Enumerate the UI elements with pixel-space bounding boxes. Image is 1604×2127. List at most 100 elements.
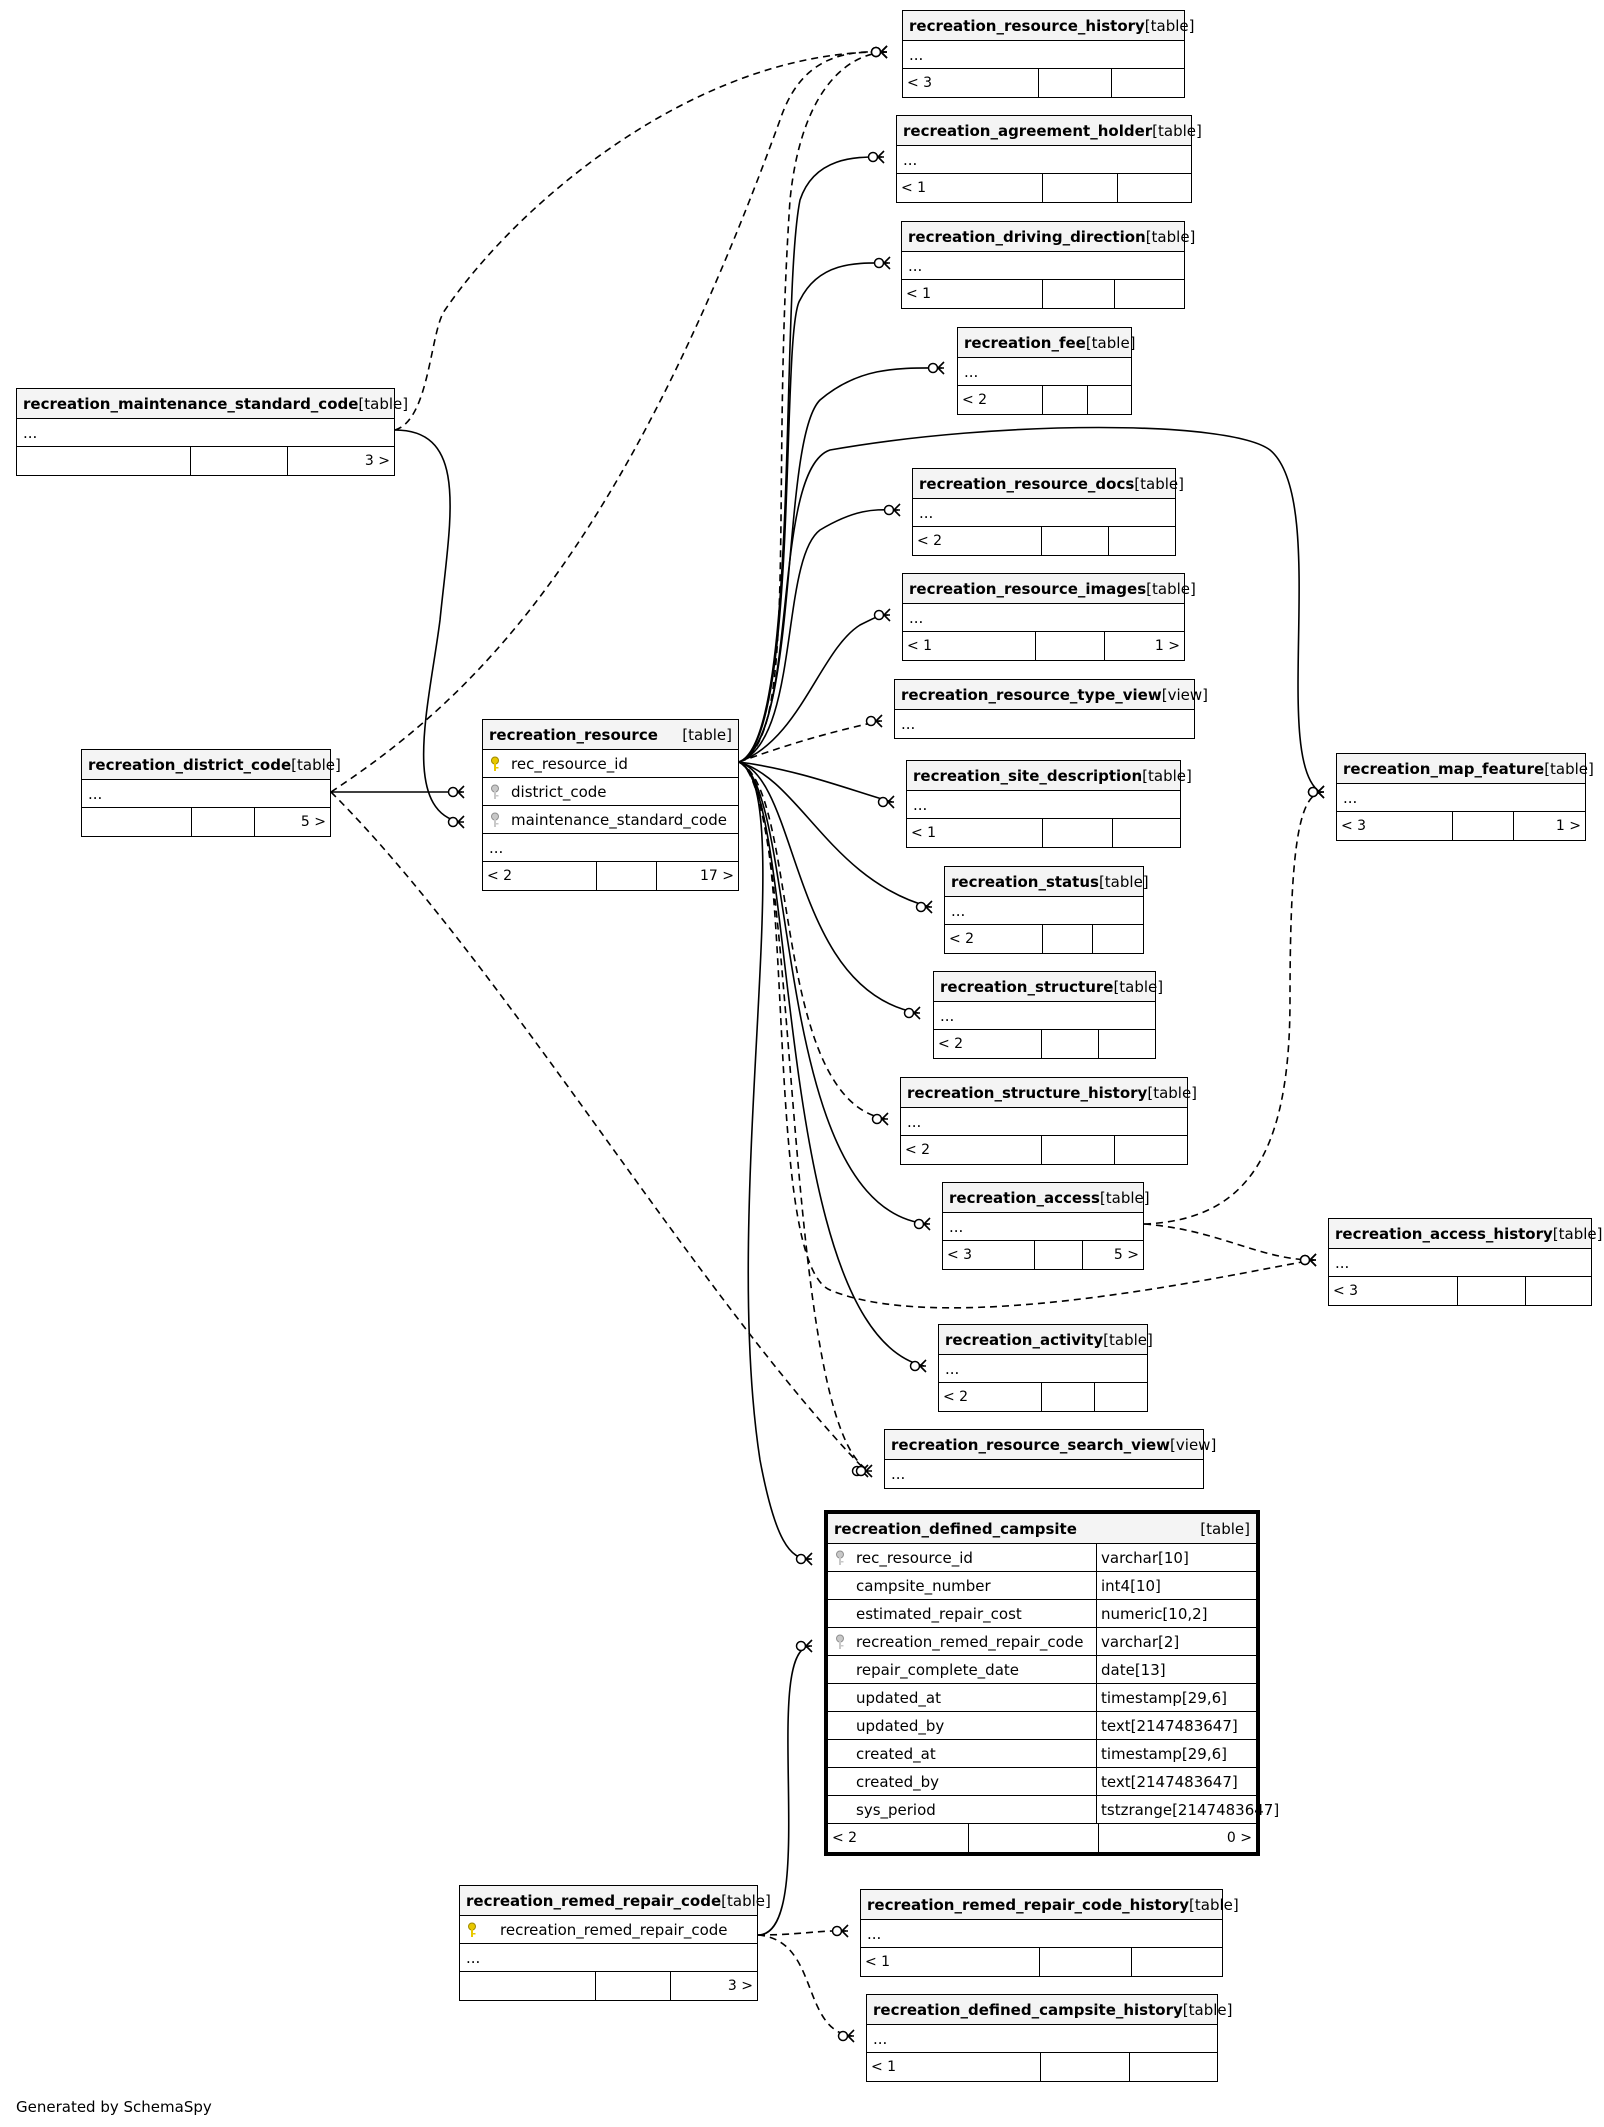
edge-district-to-search-view (330, 791, 867, 1472)
table-recreation-resource[interactable]: recreation_resource[table] rec_resource_… (482, 719, 739, 891)
columns-ellipsis: ... (907, 1112, 922, 1131)
columns-ellipsis: ... (913, 795, 928, 814)
crows-foot-marker (877, 795, 895, 809)
children-count: 3 > (287, 447, 394, 475)
column-name: recreation_remed_repair_code (500, 1920, 728, 1939)
columns-ellipsis: ... (949, 1217, 964, 1236)
table-recreation-defined-campsite-history[interactable]: recreation_defined_campsite_history[tabl… (866, 1994, 1232, 2082)
table-type: [table] (1085, 333, 1136, 352)
table-recreation-agreement-holder[interactable]: recreation_agreement_holder[table] ... <… (896, 115, 1202, 203)
children-count (1094, 1383, 1147, 1411)
table-footer: < 3 (903, 69, 1184, 97)
edge-resource-to-status (738, 761, 931, 908)
column-type: date[13] (1096, 1656, 1256, 1683)
table-recreation-site-description[interactable]: recreation_site_description[table] ... <… (906, 760, 1192, 848)
crows-foot-marker (927, 361, 945, 375)
parents-count (17, 447, 190, 475)
table-footer: 3 > (17, 447, 394, 475)
table-type: [table] (1552, 1224, 1603, 1243)
columns-ellipsis: ... (88, 784, 103, 803)
table-recreation-defined-campsite[interactable]: recreation_defined_campsite[table] rec_r… (824, 1510, 1279, 1856)
parents-count: < 2 (962, 392, 988, 408)
table-name: recreation_resource_type_view (901, 685, 1162, 704)
crows-foot-marker (871, 1112, 889, 1126)
table-type: [table] (1182, 2000, 1233, 2019)
crows-foot-marker (883, 503, 901, 517)
edge-access-to-access-history (1143, 1223, 1315, 1261)
column-name: district_code (511, 782, 607, 801)
table-recreation-remed-repair-code[interactable]: recreation_remed_repair_code[table] recr… (459, 1885, 771, 2001)
columns-ellipsis: ... (909, 45, 924, 64)
parents-count: < 2 (938, 1036, 964, 1052)
view-recreation-resource-type-view[interactable]: recreation_resource_type_view[view] ... (894, 679, 1208, 739)
table-type: [table] (1098, 872, 1149, 891)
crows-foot-marker (915, 900, 933, 914)
parents-count: < 1 (907, 638, 933, 654)
table-recreation-structure-history[interactable]: recreation_structure_history[table] ... … (900, 1077, 1197, 1165)
parents-count: < 1 (901, 180, 927, 196)
table-recreation-driving-direction[interactable]: recreation_driving_direction[table] ... … (901, 221, 1195, 309)
children-count: 1 > (1104, 632, 1184, 660)
columns-ellipsis: ... (919, 503, 934, 522)
column-type: timestamp[29,6] (1096, 1684, 1256, 1711)
table-footer: < 2 (934, 1030, 1155, 1058)
table-footer: < 2 (939, 1383, 1147, 1411)
children-count (1129, 2053, 1217, 2081)
parents-count (82, 808, 191, 836)
table-type: [view] (1161, 685, 1208, 704)
table-name: recreation_driving_direction (908, 227, 1146, 246)
table-recreation-resource-history[interactable]: recreation_resource_history[table] ... <… (902, 10, 1195, 98)
table-recreation-status[interactable]: recreation_status[table] ... < 2 (944, 866, 1149, 954)
children-count (1092, 925, 1143, 953)
table-footer: < 1 (861, 1948, 1222, 1976)
crows-foot-marker (1307, 785, 1325, 799)
children-count: 1 > (1513, 812, 1585, 840)
table-name: recreation_activity (945, 1330, 1104, 1349)
table-recreation-resource-docs[interactable]: recreation_resource_docs[table] ... < 2 (912, 468, 1184, 556)
parents-count: < 3 (907, 75, 933, 91)
edge-resource-to-agreement (738, 156, 883, 763)
parents-count: < 1 (871, 2059, 897, 2075)
table-recreation-activity[interactable]: recreation_activity[table] ... < 2 (938, 1324, 1153, 1412)
crows-foot-marker (831, 1924, 849, 1938)
columns-ellipsis: ... (964, 362, 979, 381)
table-footer: < 1 (902, 280, 1184, 308)
table-recreation-fee[interactable]: recreation_fee[table] ... < 2 (957, 327, 1136, 415)
foreign-key-icon (491, 784, 499, 799)
table-recreation-resource-images[interactable]: recreation_resource_images[table] ... < … (902, 573, 1196, 661)
table-footer: 3 > (460, 1972, 757, 2000)
table-footer: < 1 (897, 174, 1191, 202)
columns-ellipsis: ... (940, 1006, 955, 1025)
table-recreation-access-history[interactable]: recreation_access_history[table] ... < 3 (1328, 1218, 1603, 1306)
table-type: [table] (1544, 759, 1594, 778)
crows-foot-marker (909, 1359, 927, 1373)
columns-ellipsis: ... (1343, 788, 1358, 807)
edge-resource-to-map-feature (738, 426, 1321, 793)
table-recreation-structure[interactable]: recreation_structure[table] ... < 2 (933, 971, 1163, 1059)
table-type: [table] (1144, 16, 1195, 35)
children-count (1098, 1030, 1155, 1058)
view-recreation-resource-search-view[interactable]: recreation_resource_search_view[view] ..… (884, 1429, 1216, 1489)
table-footer: < 1 (867, 2053, 1217, 2081)
table-type: [table] (1146, 579, 1196, 598)
table-recreation-district-code[interactable]: recreation_district_code[table] ... 5 > (81, 749, 341, 837)
parents-count: < 3 (947, 1247, 973, 1263)
table-recreation-remed-repair-code-history[interactable]: recreation_remed_repair_code_history[tab… (860, 1889, 1239, 1977)
column-type: text[2147483647] (1096, 1712, 1256, 1739)
column-name: rec_resource_id (511, 754, 628, 773)
columns-ellipsis: ... (1335, 1253, 1350, 1272)
edge-resource-to-activity (738, 761, 925, 1367)
edge-remed-to-remed-history (757, 1930, 847, 1936)
table-recreation-maintenance-standard-code[interactable]: recreation_maintenance_standard_code[tab… (16, 388, 408, 476)
edge-remed-to-campsite-history (757, 1934, 853, 2037)
column-name: maintenance_standard_code (511, 810, 727, 829)
parents-count: < 2 (943, 1389, 969, 1405)
children-count: 5 > (1082, 1241, 1143, 1269)
